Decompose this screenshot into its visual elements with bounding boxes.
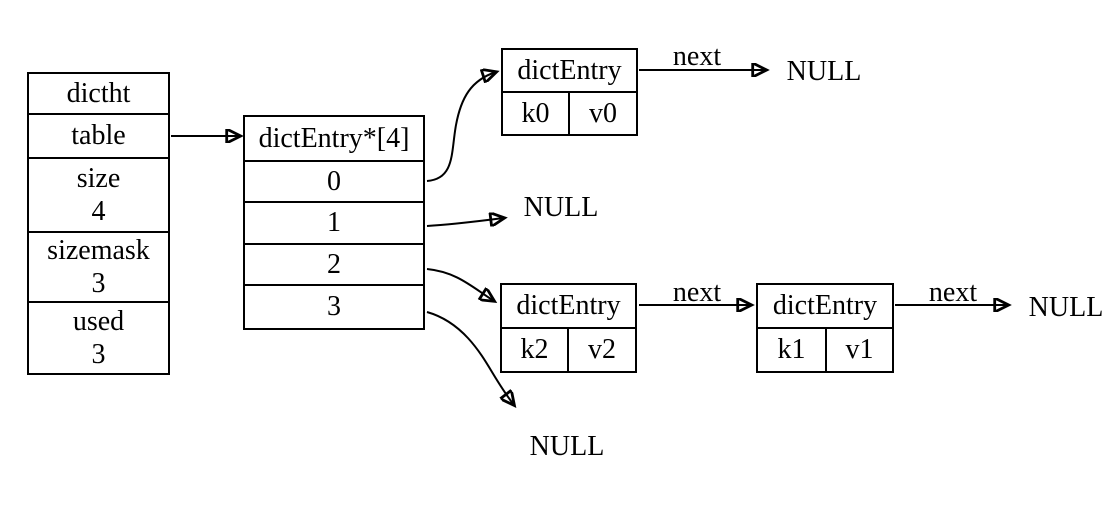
arrow-slot2-to-entry-k2	[426, 268, 494, 301]
dictht-row-sizemask: sizemask 3	[29, 231, 168, 301]
dictht-title: dictht	[29, 74, 168, 113]
null-label-right: NULL	[1028, 292, 1104, 323]
field-label: size	[76, 162, 121, 194]
slot-index: 2	[327, 248, 341, 280]
entry-node-k2: dictEntry k2 v2	[500, 283, 637, 373]
entry-key-cell: k1	[758, 329, 825, 371]
entry-value-cell: v2	[567, 329, 635, 371]
entry-key: k2	[520, 334, 549, 365]
entry-cells: k0 v0	[503, 91, 636, 134]
entry-value-cell: v1	[825, 329, 892, 371]
null-label-slot1: NULL	[523, 192, 599, 223]
arrow-slot1-to-null	[426, 218, 504, 227]
bucket-title-text: dictEntry*[4]	[258, 122, 410, 154]
entry-cells: k1 v1	[758, 327, 892, 371]
bucket-title: dictEntry*[4]	[245, 117, 423, 160]
field-label: used	[72, 305, 125, 337]
entry-value: v2	[588, 334, 616, 365]
dictht-row-size: size 4	[29, 157, 168, 231]
slot-index: 3	[327, 291, 341, 323]
entry-title: dictEntry	[502, 285, 635, 327]
entry-value: v1	[845, 334, 874, 365]
entry-cells: k2 v2	[502, 327, 635, 371]
entry-value-cell: v0	[568, 93, 636, 134]
next-label-k1: next	[928, 277, 978, 308]
field-value: 4	[91, 196, 106, 227]
entry-key-cell: k2	[502, 329, 567, 371]
dictht-row-table: table	[29, 113, 168, 157]
field-label: sizemask	[47, 234, 150, 266]
bucket-slot-2: 2	[245, 243, 423, 284]
dictht-title-text: dictht	[66, 77, 131, 109]
entry-title-text: dictEntry	[516, 290, 621, 322]
bucket-slot-1: 1	[245, 201, 423, 243]
entry-title: dictEntry	[503, 50, 636, 91]
dictht-node: dictht table size 4 sizemask 3 used 3	[27, 72, 170, 375]
entry-title: dictEntry	[758, 285, 892, 327]
next-label-k2: next	[672, 277, 722, 308]
field-value: 3	[91, 339, 106, 370]
entry-title-text: dictEntry	[772, 290, 878, 322]
next-label-k0: next	[672, 41, 722, 72]
arrow-slot0-to-entry-k0	[426, 72, 496, 182]
entry-key: k1	[777, 334, 806, 365]
bucket-slot-0: 0	[245, 160, 423, 201]
entry-title-text: dictEntry	[517, 54, 622, 86]
null-label-top: NULL	[786, 56, 862, 87]
entry-key-cell: k0	[503, 93, 568, 134]
bucket-slot-3: 3	[245, 284, 423, 328]
entry-value: v0	[589, 97, 617, 129]
bucket-array-node: dictEntry*[4] 0 1 2 3	[243, 115, 425, 330]
dictht-row-used: used 3	[29, 301, 168, 373]
field-value: 3	[91, 268, 106, 299]
null-label-bottom: NULL	[529, 431, 605, 462]
field-label: table	[71, 120, 126, 152]
slot-index: 0	[327, 165, 341, 197]
entry-node-k1: dictEntry k1 v1	[756, 283, 894, 373]
entry-key: k0	[521, 97, 550, 129]
entry-node-k0: dictEntry k0 v0	[501, 48, 638, 136]
slot-index: 1	[327, 207, 341, 239]
